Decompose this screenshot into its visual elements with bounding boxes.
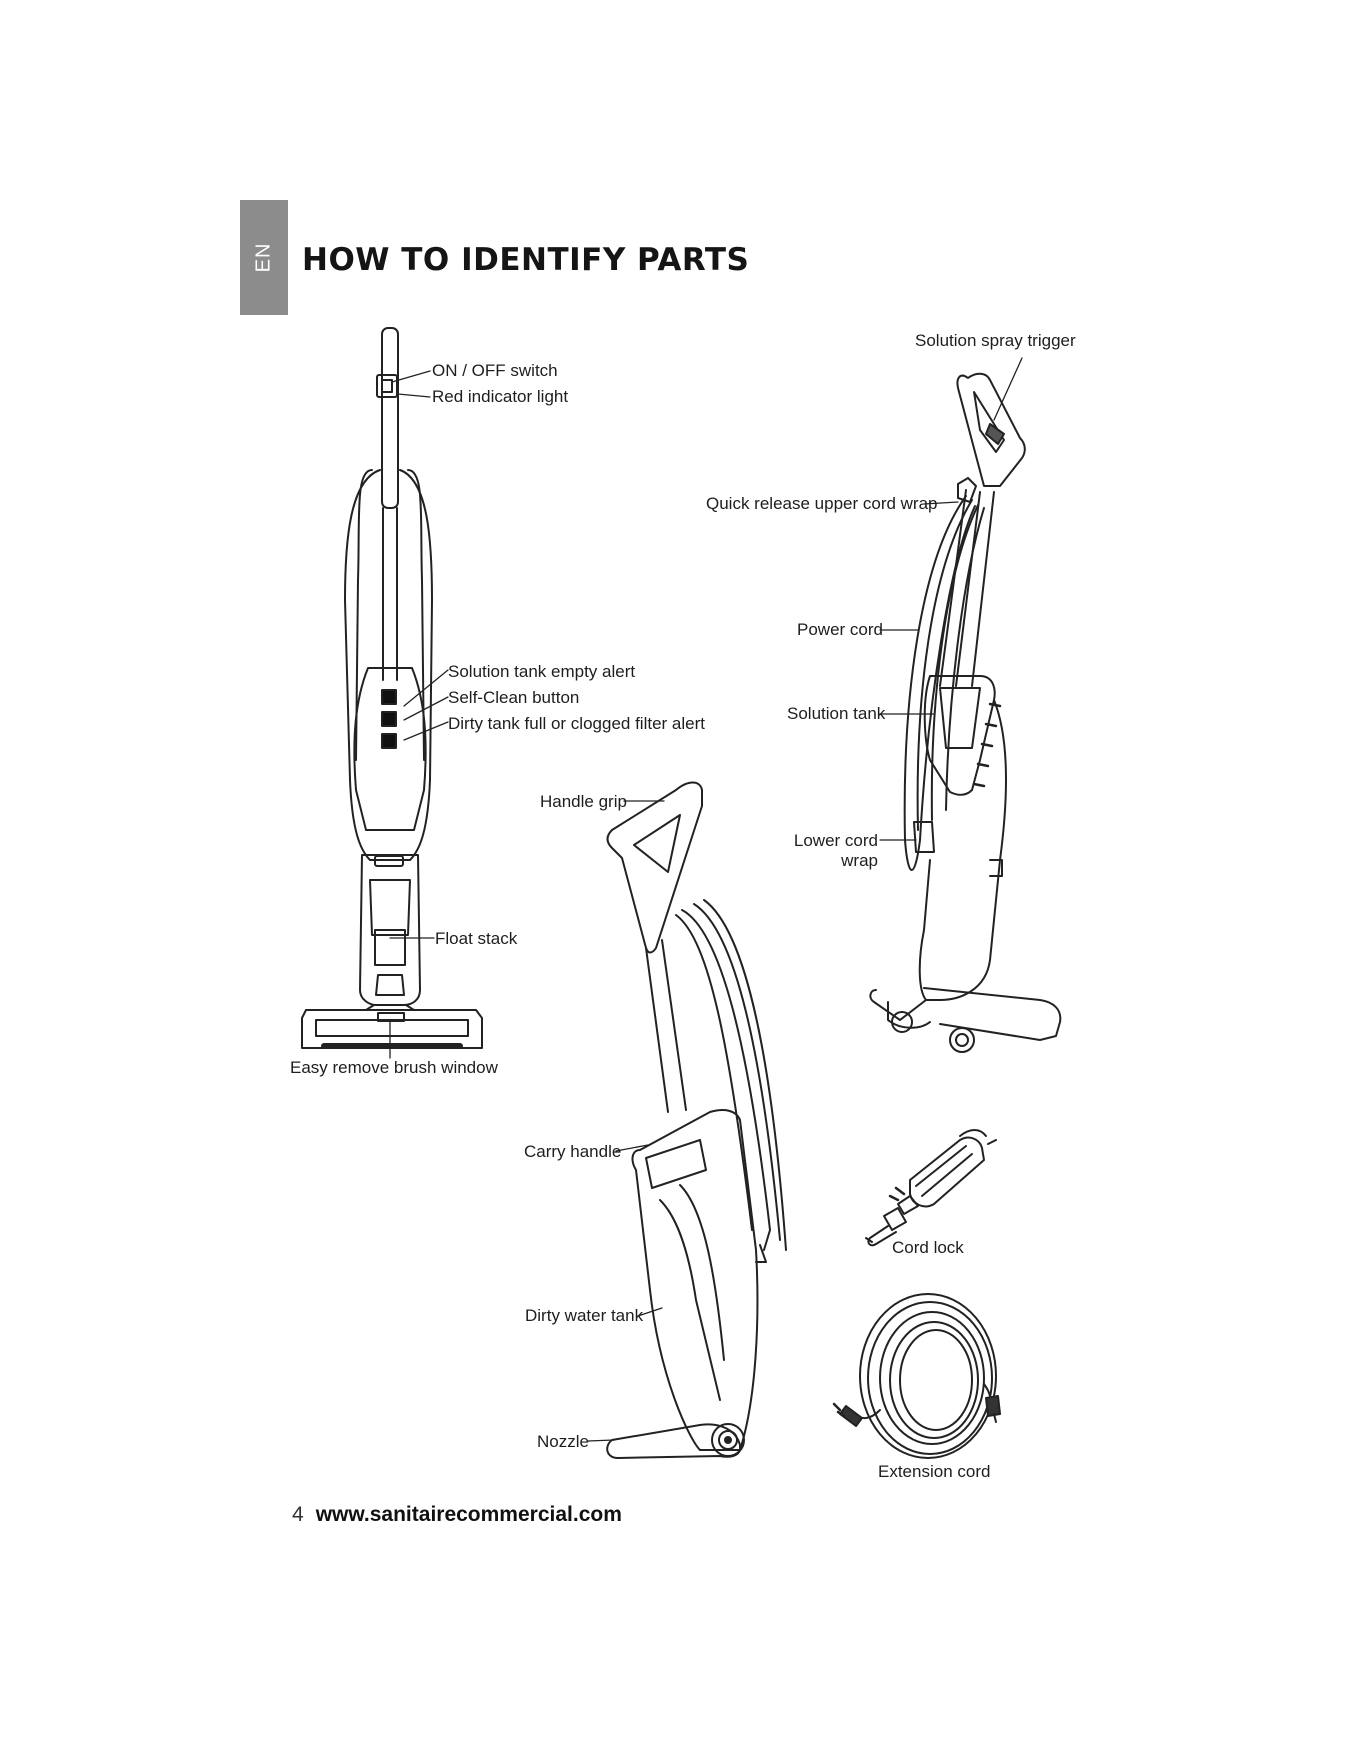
- cord-lock-illustration: [865, 1129, 997, 1247]
- label-extension-cord: Extension cord: [878, 1462, 991, 1481]
- label-on-off-switch: ON / OFF switch: [432, 361, 558, 380]
- label-power-cord: Power cord: [797, 620, 883, 639]
- label-lower-cord-wrap-line2: wrap: [841, 851, 878, 870]
- page-title: HOW TO IDENTIFY PARTS: [302, 242, 750, 278]
- label-solution-tank: Solution tank: [787, 704, 886, 723]
- label-lower-cord-wrap-line1: Lower cord: [793, 831, 878, 850]
- front-view-leader-lines: [389, 370, 449, 1059]
- right-view-cleaner: [869, 372, 1062, 1053]
- front-view-cleaner: [301, 327, 483, 1049]
- page-number: 4: [292, 1503, 304, 1526]
- page-footer: 4 www.sanitairecommercial.com: [292, 1503, 622, 1527]
- side-view-cleaner: [606, 781, 787, 1459]
- label-dirty-water-tank: Dirty water tank: [525, 1306, 644, 1325]
- label-solution-spray-trigger: Solution spray trigger: [915, 331, 1076, 350]
- right-view-leader-lines: [879, 357, 1023, 841]
- label-dirty-tank-full-alert: Dirty tank full or clogged filter alert: [448, 714, 705, 733]
- label-self-clean-button: Self-Clean button: [448, 688, 580, 707]
- label-red-indicator-light: Red indicator light: [432, 387, 569, 406]
- label-cord-lock: Cord lock: [892, 1238, 964, 1257]
- side-view-leader-lines: [587, 800, 665, 1442]
- label-solution-tank-empty-alert: Solution tank empty alert: [448, 662, 636, 681]
- label-handle-grip: Handle grip: [540, 792, 627, 811]
- label-lower-cord-wrap: Lower cord wrap: [790, 831, 878, 871]
- label-float-stack: Float stack: [435, 929, 518, 948]
- label-quick-release-upper-cord-wrap: Quick release upper cord wrap: [706, 494, 938, 513]
- label-easy-remove-brush-window: Easy remove brush window: [290, 1058, 498, 1077]
- label-nozzle: Nozzle: [537, 1432, 589, 1451]
- extension-cord-illustration: [832, 1293, 1001, 1459]
- language-tab: EN: [240, 200, 288, 315]
- website-link[interactable]: www.sanitairecommercial.com: [315, 1503, 622, 1526]
- label-carry-handle: Carry handle: [524, 1142, 622, 1161]
